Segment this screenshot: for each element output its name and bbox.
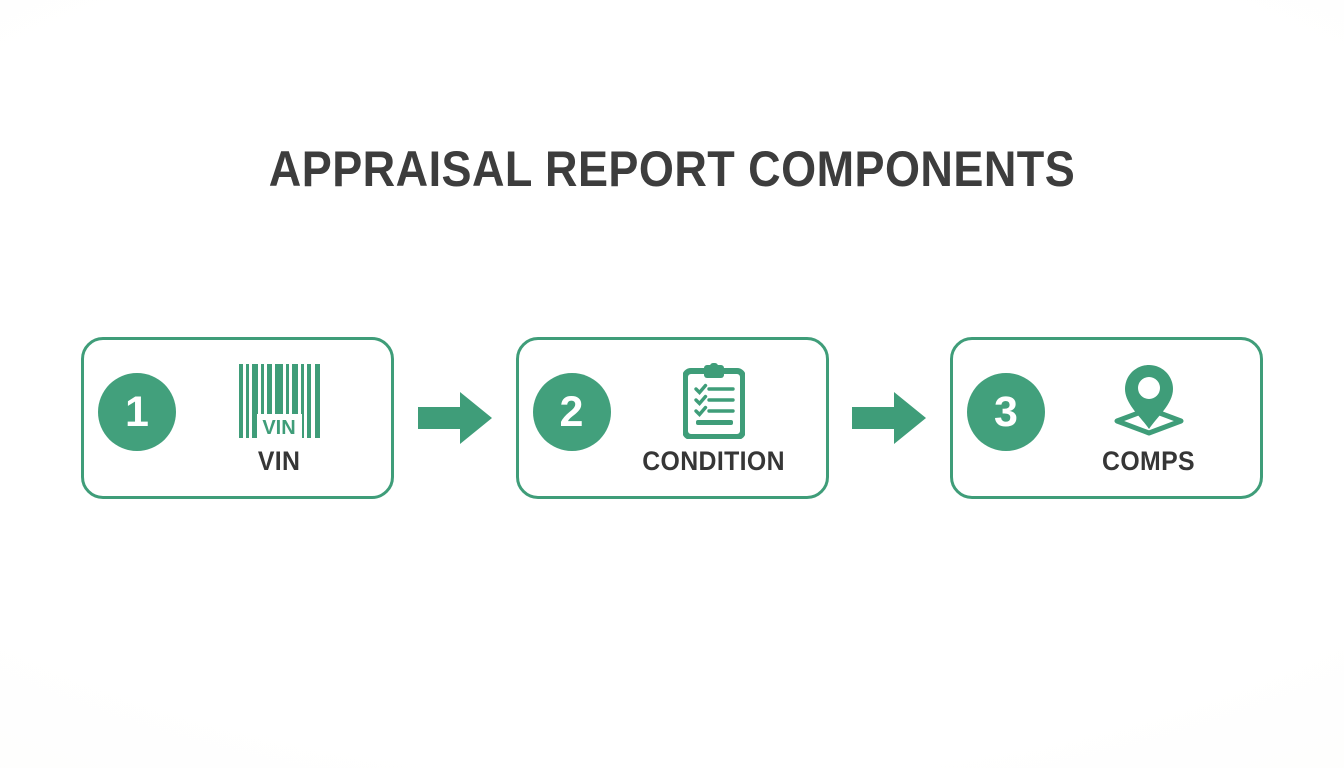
step-card-comps[interactable]: 3 COMPS: [950, 337, 1263, 499]
clipboard-checklist-icon: [683, 362, 745, 440]
step-label-condition: CONDITION: [642, 445, 786, 476]
barcode-icon: VIN: [237, 362, 323, 440]
page-title: APPRAISAL REPORT COMPONENTS: [268, 141, 1076, 197]
step-number-badge-2: 2: [532, 373, 611, 451]
step-label-vin: VIN: [258, 445, 301, 476]
step-card-content: 3 COMPS: [953, 340, 1260, 496]
map-pin-location-icon: [1111, 362, 1187, 440]
step-card-condition[interactable]: 2: [515, 337, 829, 499]
step-number-badge-3: 3: [967, 373, 1045, 451]
step-card-body: COMPS: [1045, 362, 1260, 475]
arrow-right-icon-1: [413, 388, 497, 448]
step-card-body: CONDITION: [611, 362, 826, 475]
step-card-body: VIN VIN: [176, 362, 391, 475]
step-card-content: 1: [84, 340, 391, 496]
arrow-right-icon-2: [847, 388, 931, 448]
barcode-icon-text: VIN: [262, 417, 295, 438]
step-card-vin[interactable]: 1: [81, 337, 394, 499]
step-number-badge-1: 1: [98, 373, 176, 451]
step-label-comps: COMPS: [1102, 445, 1195, 476]
process-flow: 1: [81, 337, 1263, 499]
step-card-content: 2: [519, 340, 826, 496]
